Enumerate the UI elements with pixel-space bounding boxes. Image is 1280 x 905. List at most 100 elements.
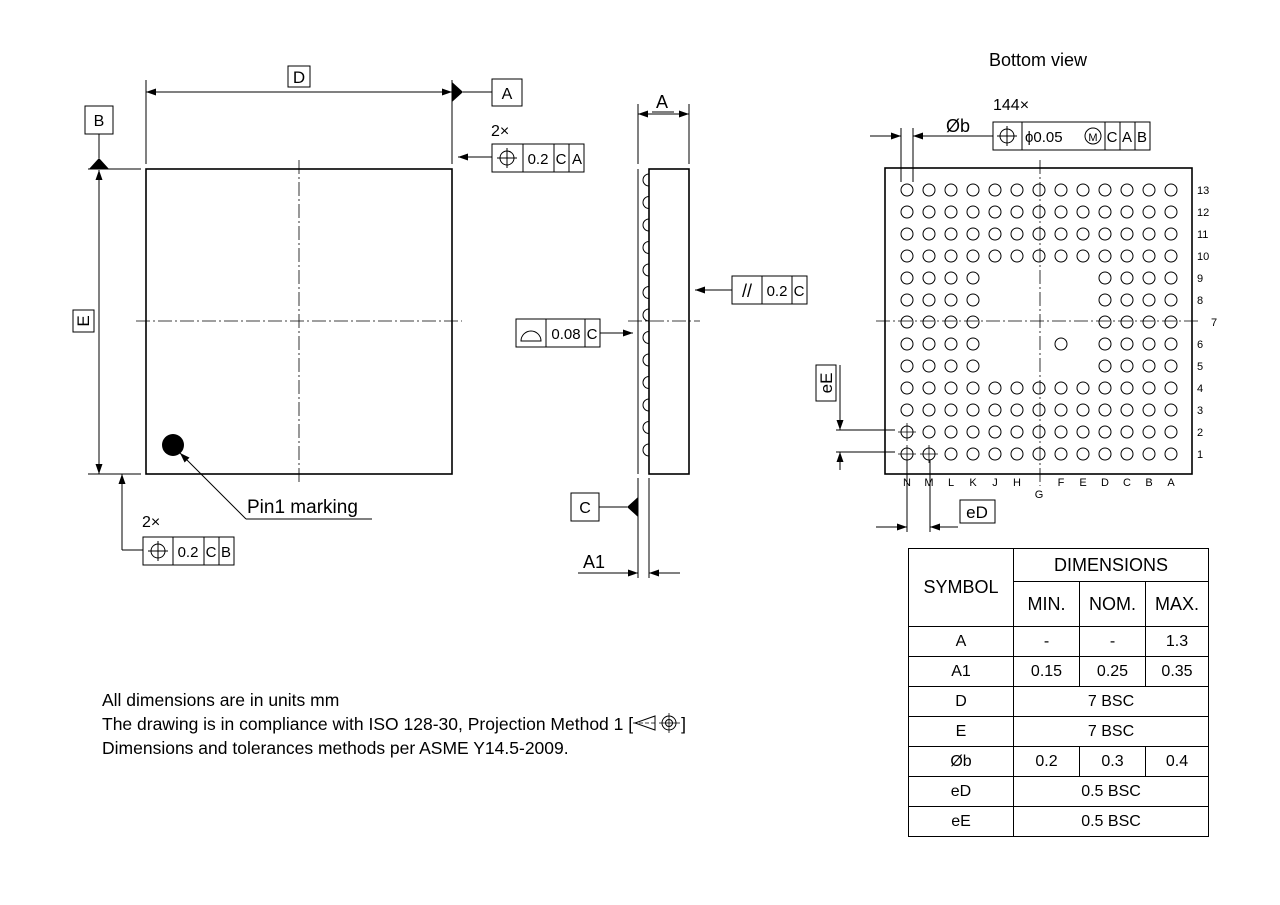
solder-ball (1054, 205, 1068, 219)
row-label: 9 (1197, 273, 1203, 285)
solder-ball (1098, 183, 1112, 197)
solder-ball (1164, 359, 1178, 373)
solder-ball (1164, 293, 1178, 307)
side-ball (642, 196, 650, 209)
solder-ball (1142, 359, 1156, 373)
row-label: 13 (1197, 185, 1209, 197)
solder-ball (1098, 337, 1112, 351)
svg-text:C: C (556, 151, 567, 168)
solder-ball (944, 205, 958, 219)
svg-text:C: C (206, 544, 217, 561)
solder-ball (1054, 403, 1068, 417)
solder-ball (1010, 403, 1024, 417)
solder-ball (966, 205, 980, 219)
top-view: D A 2× 0.2 C A B E (72, 65, 585, 566)
svg-text:C: C (587, 326, 598, 343)
row-label: 8 (1197, 295, 1203, 307)
solder-ball (1054, 381, 1068, 395)
row-label: 4 (1197, 383, 1203, 395)
dim-E-label: E (74, 315, 93, 326)
solder-ball (1120, 271, 1134, 285)
ball-count-label: 144× (993, 97, 1029, 114)
solder-ball (1032, 205, 1046, 219)
table-header-nom: NOM. (1079, 581, 1146, 627)
datum-C-label: C (579, 500, 591, 517)
side-ball (642, 398, 650, 412)
column-label: H (1013, 477, 1021, 489)
solder-ball (988, 447, 1002, 461)
solder-ball (1120, 249, 1134, 263)
solder-ball (1098, 293, 1112, 307)
column-label: E (1079, 477, 1086, 489)
solder-ball (944, 381, 958, 395)
solder-ball (966, 227, 980, 241)
svg-text:B: B (1137, 129, 1147, 146)
solder-ball (988, 227, 1002, 241)
solder-ball (1076, 447, 1090, 461)
solder-ball (1032, 425, 1046, 439)
row-label: 11 (1197, 229, 1208, 241)
solder-ball (1120, 227, 1134, 241)
solder-ball (922, 315, 936, 329)
note-standard: Dimensions and tolerances methods per AS… (102, 738, 569, 758)
solder-ball (1120, 403, 1134, 417)
solder-ball (900, 183, 914, 197)
side-ball (642, 263, 650, 277)
solder-ball (922, 227, 936, 241)
solder-ball (944, 337, 958, 351)
solder-ball (1010, 249, 1024, 263)
solder-ball (966, 403, 980, 417)
count-label-top: 2× (491, 123, 509, 140)
solder-ball (988, 249, 1002, 263)
solder-ball (1076, 227, 1090, 241)
svg-text:0.2: 0.2 (528, 151, 549, 168)
solder-ball (1076, 403, 1090, 417)
solder-ball (1032, 403, 1046, 417)
column-label: L (948, 477, 954, 489)
table-header-dimensions: DIMENSIONS (1013, 548, 1209, 582)
solder-ball (966, 183, 980, 197)
solder-ball (966, 271, 980, 285)
side-ball (642, 353, 650, 367)
side-ball (642, 286, 650, 299)
tolerance-frame-bottom: 0.2 C B (142, 536, 235, 566)
dim-eE-label: eE (817, 373, 836, 394)
solder-ball (1120, 315, 1134, 329)
solder-ball (922, 249, 936, 263)
pin1-label: Pin1 marking (247, 497, 358, 518)
solder-ball (900, 337, 914, 351)
solder-ball (1098, 425, 1112, 439)
solder-ball (1098, 227, 1112, 241)
dim-D-label: D (293, 68, 305, 87)
package-body-side (648, 168, 690, 475)
row-label: 7 (1211, 317, 1217, 329)
dimensions-table: SYMBOL DIMENSIONS MIN. NOM. MAX. A--1.3 … (908, 548, 1209, 837)
row-label: 2 (1197, 427, 1203, 439)
solder-ball (922, 271, 936, 285)
solder-ball (1142, 315, 1156, 329)
solder-ball (988, 205, 1002, 219)
solder-ball (966, 447, 980, 461)
profile-frame: 0.08 C (515, 318, 601, 348)
solder-ball (988, 381, 1002, 395)
solder-ball (1164, 227, 1178, 241)
svg-text:A: A (1122, 129, 1132, 146)
svg-text:0.2: 0.2 (178, 544, 199, 561)
side-ball (642, 218, 650, 232)
column-label: D (1101, 477, 1109, 489)
solder-ball (1054, 337, 1068, 351)
solder-ball (1120, 337, 1134, 351)
solder-ball (922, 293, 936, 307)
solder-ball (966, 337, 980, 351)
solder-ball (1098, 359, 1112, 373)
solder-ball (900, 293, 914, 307)
projection-method-icon (633, 713, 681, 733)
side-ball (642, 173, 650, 187)
svg-text:0.08: 0.08 (551, 326, 580, 343)
solder-ball (966, 249, 980, 263)
solder-ball (1098, 447, 1112, 461)
solder-ball (944, 227, 958, 241)
